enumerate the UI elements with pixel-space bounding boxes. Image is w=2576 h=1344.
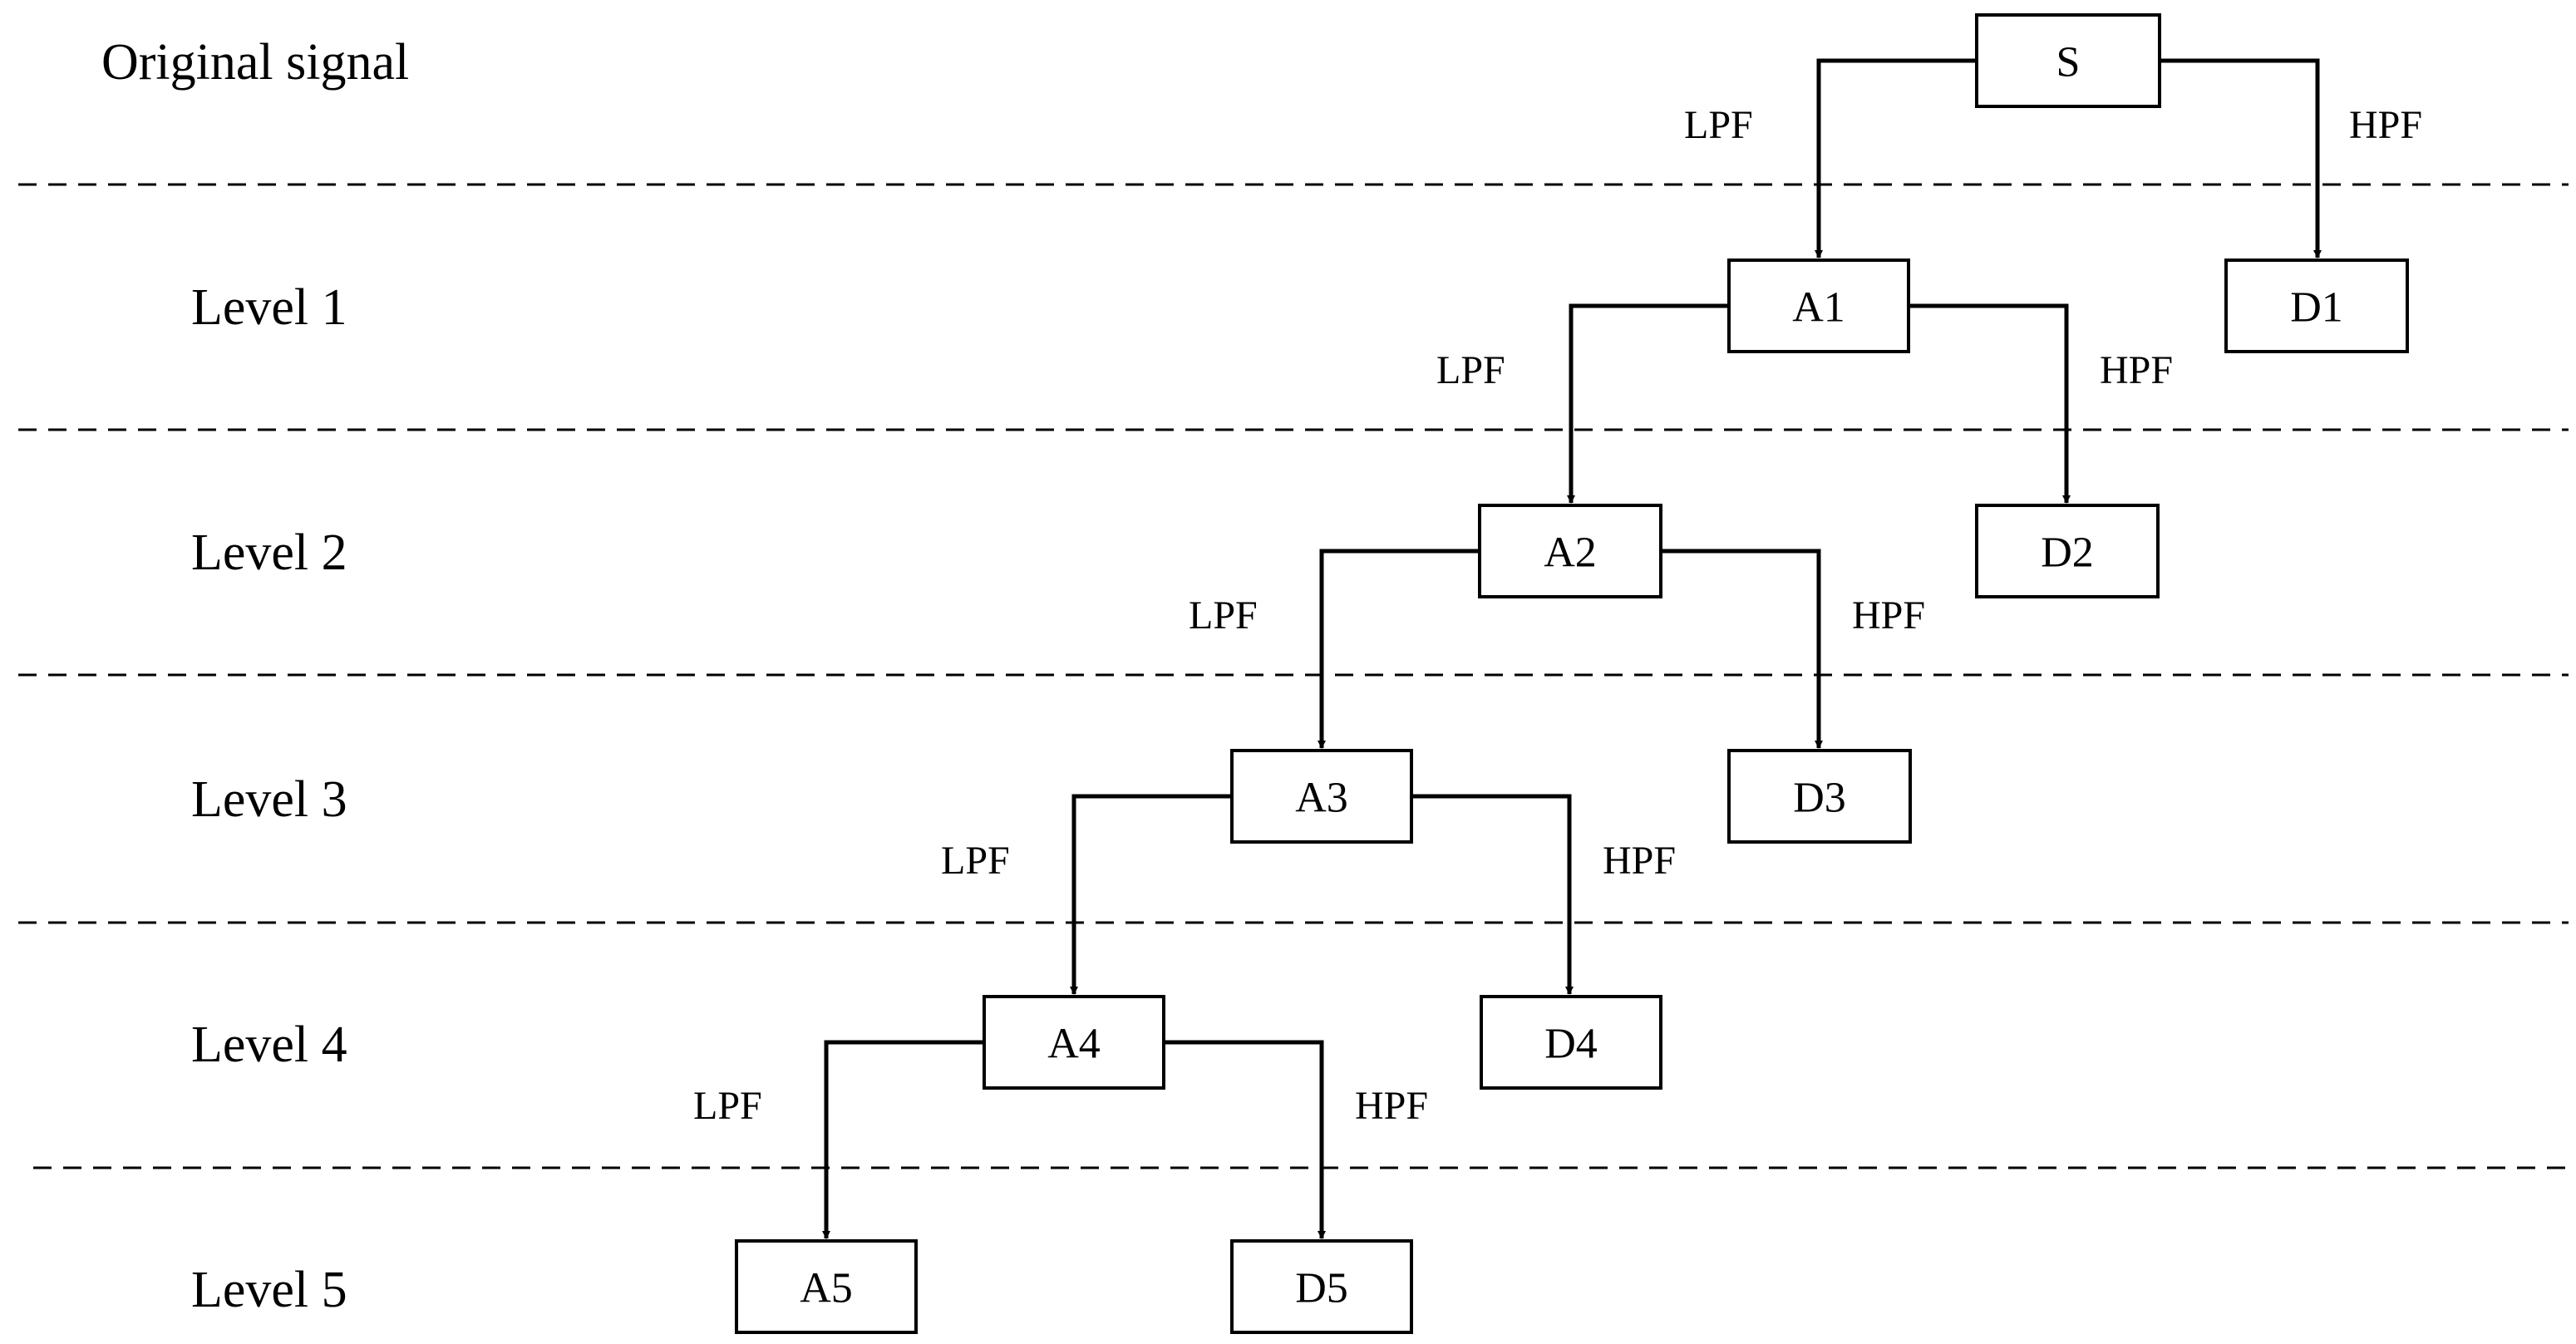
node-label: A4: [1047, 1021, 1101, 1068]
node-a2: A2: [1478, 504, 1662, 598]
level-dividers: [18, 183, 2569, 1169]
node-label: D4: [1544, 1021, 1598, 1068]
filter-label-hpf: HPF: [2349, 103, 2422, 147]
edge-s-a1: [1815, 58, 1977, 258]
node-d5: D5: [1230, 1239, 1413, 1334]
filter-label-lpf: LPF: [693, 1084, 762, 1128]
level-label-original: Original signal: [101, 34, 409, 91]
node-a3: A3: [1230, 749, 1413, 844]
level-label-3: Level 3: [191, 771, 347, 828]
node-a1: A1: [1727, 258, 1910, 353]
node-a5: A5: [735, 1239, 918, 1334]
edge-a4-a5: [822, 1040, 984, 1239]
filter-label-lpf: LPF: [1684, 103, 1753, 147]
filter-label-lpf: LPF: [1189, 593, 1258, 638]
node-label: A3: [1295, 775, 1348, 822]
edge-a4-d5: [1164, 1040, 1326, 1239]
node-s: S: [1975, 13, 2161, 108]
node-label: D2: [2041, 529, 2094, 577]
node-d2: D2: [1975, 504, 2160, 598]
node-label: A5: [800, 1265, 853, 1312]
level-label-4: Level 4: [191, 1017, 347, 1073]
node-d1: D1: [2224, 258, 2409, 353]
filter-label-lpf: LPF: [1436, 348, 1505, 392]
node-a4: A4: [983, 995, 1165, 1090]
edge-a2-a3: [1318, 549, 1480, 749]
filter-label-lpf: LPF: [941, 839, 1010, 883]
edge-a3-a4: [1070, 794, 1232, 995]
edge-a1-d2: [1909, 303, 2071, 504]
node-label: S: [2056, 39, 2081, 86]
level-label-1: Level 1: [191, 279, 347, 336]
level-label-2: Level 2: [191, 524, 347, 581]
level-label-5: Level 5: [191, 1262, 347, 1318]
level-labels: Original signal Level 1 Level 2 Level 3 …: [101, 34, 409, 1318]
filter-label-hpf: HPF: [1852, 593, 1925, 638]
node-label: D1: [2290, 284, 2343, 332]
filter-label-hpf: HPF: [1355, 1084, 1428, 1128]
filter-labels: LPF HPF LPF HPF LPF HPF LPF HPF LPF HPF: [693, 103, 2422, 1128]
node-d3: D3: [1727, 749, 1912, 844]
node-label: A1: [1792, 284, 1845, 332]
edge-a2-d3: [1661, 549, 1823, 749]
edge-a1-a2: [1567, 303, 1729, 504]
node-label: D3: [1793, 775, 1846, 822]
filter-label-hpf: HPF: [1603, 839, 1676, 883]
edge-s-d1: [2160, 58, 2322, 258]
edge-a3-d4: [1411, 794, 1574, 995]
nodes: S A1 D1 A2 D2 A3 D3 A4: [735, 13, 2409, 1334]
node-label: D5: [1295, 1265, 1348, 1312]
edges: [822, 58, 2322, 1239]
filter-label-hpf: HPF: [2100, 348, 2173, 392]
node-label: A2: [1544, 529, 1597, 577]
node-d4: D4: [1480, 995, 1662, 1090]
